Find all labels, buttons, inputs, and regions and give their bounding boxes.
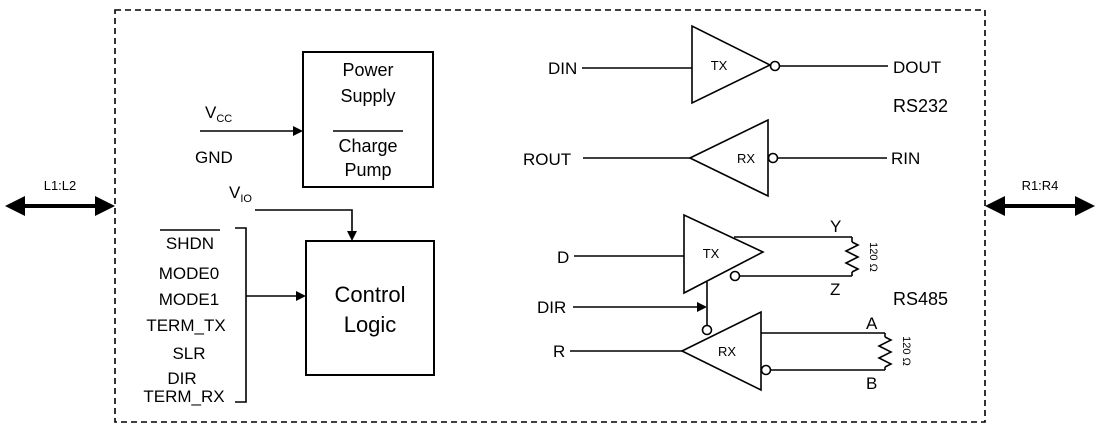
rs485-tx-driver — [683, 213, 765, 295]
control-bus-arrowhead — [296, 291, 306, 301]
vcc-arrowhead — [293, 126, 303, 136]
rs485-r-label: R — [553, 342, 565, 361]
rs232-tx-label: TX — [711, 58, 728, 73]
gnd-label: GND — [195, 148, 233, 167]
control-input-bracket — [235, 227, 247, 403]
rs485-rx-bubble — [760, 364, 772, 376]
rs485-termination-label-1: 120 Ω — [867, 242, 879, 272]
control-input-term-rx: TERM_RX — [143, 387, 224, 406]
control-input-mode1: MODE1 — [159, 290, 219, 309]
rs232-rout-label: ROUT — [523, 150, 571, 169]
rs485-label: RS485 — [893, 289, 948, 309]
rs485-tx-bubble — [729, 270, 741, 282]
rs232-rin-label: RIN — [891, 149, 920, 168]
rs232-tx-bubble — [769, 60, 781, 72]
charge-pump-label-2: Pump — [344, 160, 391, 180]
rs485-rx-enable-bubble — [701, 324, 713, 336]
control-input-dir: DIR — [167, 369, 196, 388]
control-logic-label-2: Logic — [344, 312, 397, 337]
rs485-dir-arrowhead — [697, 302, 707, 312]
rs485-tx-label: TX — [703, 246, 720, 261]
rs232-rx-label: RX — [737, 151, 755, 166]
rs485-y-label: Y — [830, 217, 841, 236]
vio-line — [255, 209, 353, 232]
rs232-din-label: DIN — [548, 59, 577, 78]
left-bus-label: L1:L2 — [44, 178, 77, 193]
rs485-dir-label: DIR — [537, 298, 566, 317]
rs485-termination-label-2: 120 Ω — [900, 336, 912, 366]
control-logic-label-1: Control — [335, 282, 406, 307]
power-supply-title-2: Supply — [340, 86, 395, 106]
rs232-rx-bubble — [767, 152, 779, 164]
power-supply-block — [302, 51, 434, 188]
rs232-rx-receiver — [688, 118, 769, 198]
right-bus-arrow — [985, 196, 1095, 216]
rs485-rx-receiver — [680, 310, 762, 392]
vio-label: VIO — [229, 183, 252, 205]
power-supply-title-1: Power — [342, 60, 393, 80]
rs485-termination-resistor-1 — [844, 237, 860, 276]
rs485-rx-label: RX — [718, 344, 736, 359]
control-input-mode0: MODE0 — [159, 264, 219, 283]
rs232-label: RS232 — [893, 96, 948, 116]
right-bus-label: R1:R4 — [1022, 178, 1059, 193]
control-input-shdn: SHDN — [166, 234, 214, 253]
charge-pump-label-1: Charge — [338, 136, 397, 156]
vcc-label: VCC — [205, 103, 232, 125]
control-logic-block — [305, 240, 435, 376]
rs485-termination-resistor-2 — [877, 333, 893, 370]
rs485-a-label: A — [866, 314, 878, 333]
rs485-z-label: Z — [830, 280, 840, 299]
device-boundary — [114, 9, 986, 423]
control-input-slr: SLR — [172, 344, 205, 363]
left-bus-arrow — [5, 196, 115, 216]
rs232-dout-label: DOUT — [893, 58, 941, 77]
rs485-b-label: B — [866, 374, 877, 393]
rs232-tx-driver — [691, 24, 772, 105]
rs485-d-label: D — [557, 248, 569, 267]
control-input-term-tx: TERM_TX — [146, 316, 225, 335]
vio-arrowhead — [347, 231, 357, 241]
